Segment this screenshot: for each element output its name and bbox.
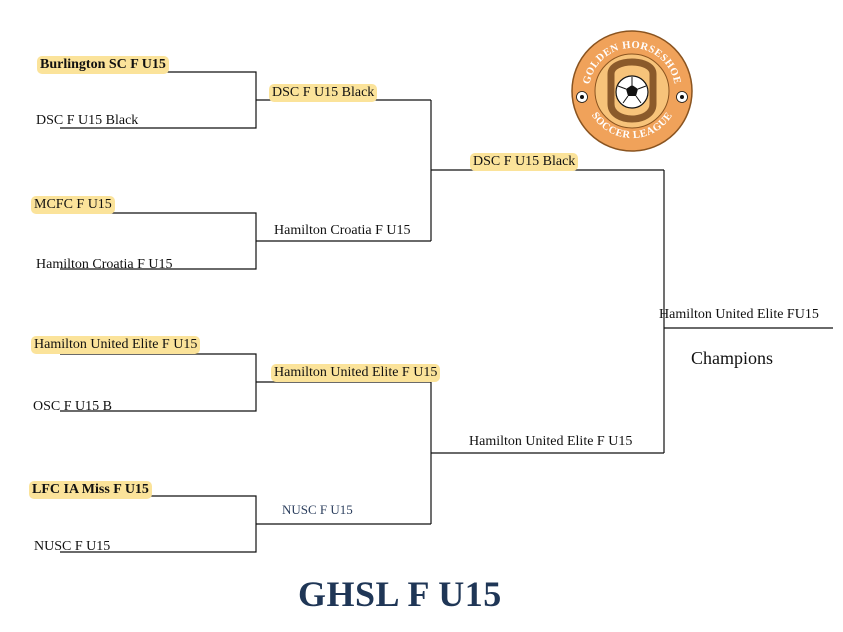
small-ball-icon bbox=[676, 91, 688, 103]
bracket-connector bbox=[60, 495, 431, 553]
team-slot-r1-3: MCFC F U15 bbox=[31, 196, 115, 214]
champions-label: Champions bbox=[691, 348, 774, 368]
team-slot-sf-2: Hamilton United Elite F U15 bbox=[469, 434, 633, 449]
team-slot-r1-2: DSC F U15 Black bbox=[36, 113, 139, 128]
team-slot-sf-1: DSC F U15 Black bbox=[470, 153, 579, 171]
team-slot-r1-8: NUSC F U15 bbox=[34, 539, 111, 554]
soccer-ball-icon bbox=[615, 75, 649, 109]
team-slot-r1-6: OSC F U15 B bbox=[33, 399, 112, 414]
page-title: GHSL F U15 bbox=[298, 574, 502, 614]
bracket-connector bbox=[60, 353, 431, 412]
team-slot-r1-1: Burlington SC F U15 bbox=[37, 56, 169, 74]
team-slot-r2-2: Hamilton Croatia F U15 bbox=[274, 223, 411, 238]
league-logo: GOLDEN HORSESHOE SOCCER LEAGUE bbox=[571, 30, 693, 152]
team-slot-r1-5: Hamilton United Elite F U15 bbox=[31, 336, 201, 354]
team-slot-r2-4: NUSC F U15 bbox=[282, 502, 353, 517]
small-ball-icon bbox=[576, 91, 588, 103]
team-slot-r2-3: Hamilton United Elite F U15 bbox=[271, 364, 441, 382]
team-slot-r1-7: LFC IA Miss F U15 bbox=[29, 481, 152, 499]
bracket-connector bbox=[60, 212, 431, 270]
champion-slot: Hamilton United Elite FU15 bbox=[659, 307, 819, 322]
team-slot-r1-4: Hamilton Croatia F U15 bbox=[36, 257, 173, 272]
team-slot-r2-1: DSC F U15 Black bbox=[269, 84, 378, 102]
bracket-connector bbox=[430, 382, 664, 524]
bracket-connector bbox=[663, 170, 833, 453]
horseshoe-icon bbox=[607, 58, 657, 123]
